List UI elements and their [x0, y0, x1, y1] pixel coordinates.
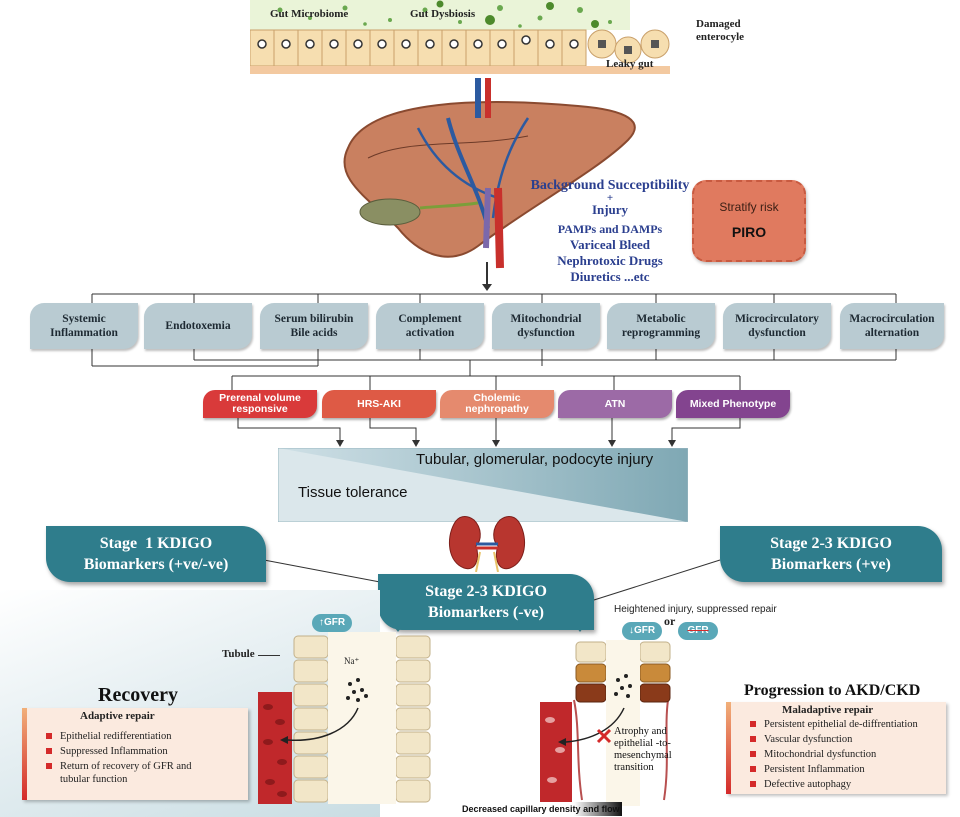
- gut-illustration: [249, 0, 670, 74]
- pamps-damps: PAMPs and DAMPs: [557, 222, 663, 236]
- mech-systemic-inflammation: Systemic Inflammation: [30, 303, 138, 349]
- tubule-arrow: [258, 655, 280, 656]
- gfr-badge-right-2: GFR: [678, 622, 718, 640]
- mech-macrocirculation-alternation: Macrocirculation alternation: [840, 303, 944, 349]
- kidney-icon: [446, 514, 528, 573]
- leaky-gut-label: Leaky gut: [606, 58, 654, 70]
- list-item: Mitochondrial dysfunction: [748, 748, 944, 761]
- piro-label: PIRO: [731, 224, 767, 240]
- gfr-badge-right-1: ↓GFR: [622, 622, 662, 640]
- phenotype-hrs-aki: HRS-AKI: [322, 390, 436, 418]
- stage23-positive-box: Stage 2-3 KDIGO Biomarkers (+ve): [720, 526, 942, 582]
- tubule-illustration-left: [258, 632, 442, 804]
- nephrotoxic-drugs: Nephrotoxic Drugs: [557, 253, 663, 268]
- piro-box: Stratify risk PIRO: [692, 180, 806, 262]
- sodium-label: Na⁺: [344, 656, 360, 666]
- mech-endotoxemia: Endotoxemia: [144, 303, 252, 349]
- progression-title: Progression to AKD/CKD: [744, 682, 921, 699]
- progression-left-bar: [726, 702, 731, 794]
- list-item: Epithelial redifferentiation: [44, 730, 244, 743]
- injury-label: Injury: [591, 202, 629, 217]
- mech-mitochondrial-dysfunction: Mitochondrial dysfunction: [492, 303, 600, 349]
- progression-list: Persistent epithelial de-diffrentiation …: [748, 718, 944, 793]
- recovery-list: Epithelial redifferentiation Suppressed …: [44, 730, 244, 788]
- tolerance-wedge: [277, 447, 689, 523]
- damaged-enterocyte-label: Damaged enterocyle: [696, 18, 745, 43]
- phenotype-atn: ATN: [558, 390, 672, 418]
- background-susceptibility: Background Succeptibility: [530, 178, 690, 193]
- progression-subtitle: Maladaptive repair: [782, 704, 874, 716]
- list-item: Persistent epithelial de-diffrentiation: [748, 718, 944, 731]
- heightened-injury-label: Heightened injury, suppressed repair: [614, 604, 777, 615]
- gut-dysbiosis-label: Gut Dysbiosis: [410, 8, 476, 20]
- plus-sign: +: [606, 192, 614, 204]
- list-item: Suppressed Inflammation: [44, 745, 244, 758]
- list-item: Persistent Inflammation: [748, 763, 944, 776]
- phenotype-mixed: Mixed Phenotype: [676, 390, 790, 418]
- or-label: or: [664, 614, 676, 628]
- phenotype-cholemic-nephropathy: Cholemic nephropathy: [440, 390, 554, 418]
- injury-text: Background Succeptibility + Injury PAMPs…: [500, 178, 720, 285]
- mech-microcirculatory-dysfunction: Microcirculatory dysfunction: [723, 303, 831, 349]
- liver-illustration: [328, 78, 648, 278]
- tubule-label: Tubule: [222, 648, 255, 660]
- wedge-bottom-label: Tissue tolerance: [298, 484, 408, 501]
- recovery-title: Recovery: [98, 684, 178, 706]
- phenotype-prerenal: Prerenal volume responsive: [203, 390, 317, 418]
- variceal-bleed: Variceal Bleed: [569, 237, 651, 252]
- list-item: Vascular dysfunction: [748, 733, 944, 746]
- recovery-subtitle: Adaptive repair: [80, 710, 155, 722]
- progression-panel: Maladaptive repair Persistent epithelial…: [726, 702, 946, 794]
- recovery-panel: Adaptive repair Epithelial redifferentia…: [22, 708, 248, 800]
- liver-down-arrowhead: [482, 284, 492, 291]
- liver-down-arrow: [486, 262, 488, 286]
- connector-lines: [91, 293, 897, 447]
- recovery-left-bar: [22, 708, 27, 800]
- gut-panel: [249, 0, 710, 78]
- atrophy-label: Atrophy and epithelial -to- mesenchymal …: [614, 726, 672, 773]
- gut-microbiome-label: Gut Microbiome: [270, 8, 349, 20]
- list-item: Return of recovery of GFR and tubular fu…: [44, 760, 244, 786]
- stage1-box: Stage 1 KDIGO Biomarkers (+ve/-ve): [46, 526, 266, 582]
- mech-metabolic-reprogramming: Metabolic reprogramming: [607, 303, 715, 349]
- stratify-risk-label: Stratify risk: [719, 200, 779, 214]
- wedge-top-label: Tubular, glomerular, podocyte injury: [416, 451, 654, 468]
- diuretics: Diuretics ...etc: [570, 269, 650, 284]
- mech-complement-activation: Complement activation: [376, 303, 484, 349]
- list-item: Defective autophagy: [748, 778, 944, 791]
- mech-serum-bilirubin: Serum bilirubin Bile acids: [260, 303, 368, 349]
- gfr-badge-left: ↑GFR: [312, 614, 352, 632]
- capillary-label: Decreased capillary density and flow: [462, 802, 622, 816]
- stage23-negative-box: Stage 2-3 KDIGO Biomarkers (-ve): [378, 574, 594, 630]
- tubule-illustration-right: [540, 640, 710, 806]
